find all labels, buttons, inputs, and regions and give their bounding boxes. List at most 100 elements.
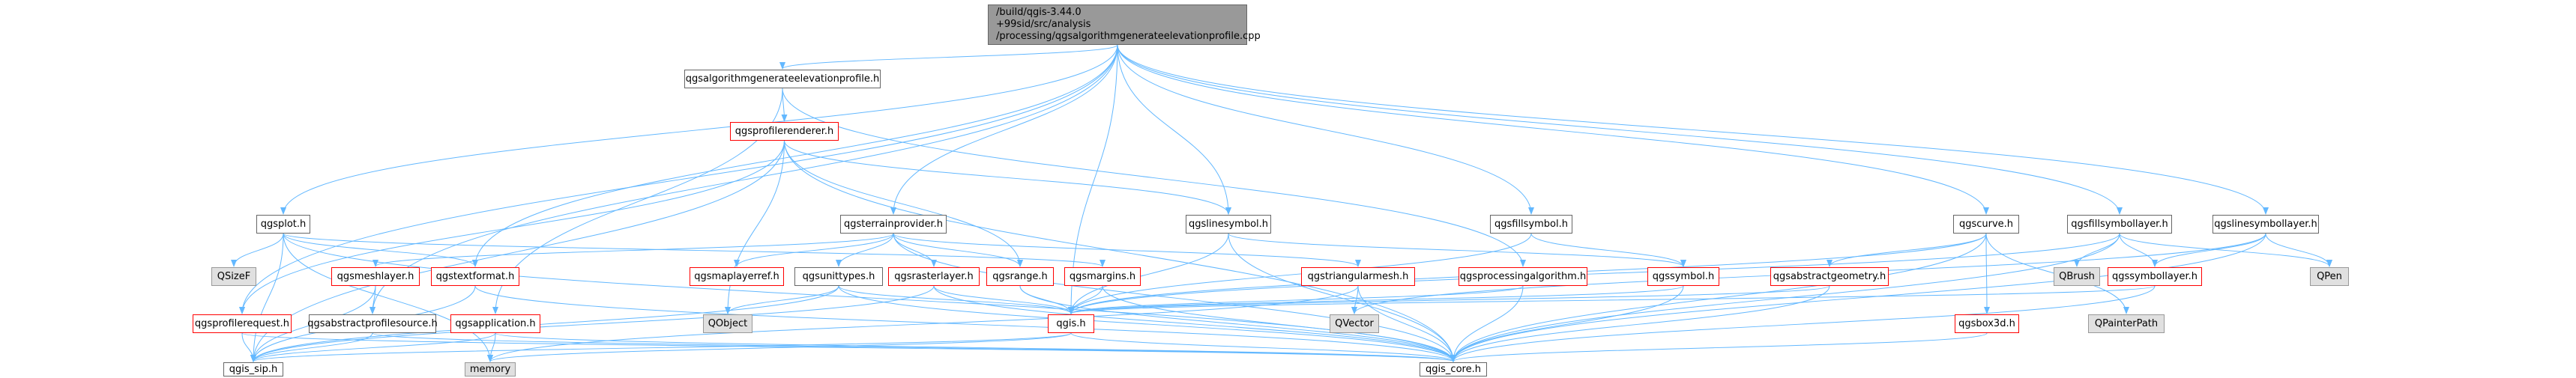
node-qgis-core-h[interactable]: qgis_core.h bbox=[1420, 362, 1487, 377]
edge-qgstriangularmesh-h-to-qgis-core-h bbox=[1357, 285, 1456, 362]
node-qgsrange-h[interactable]: qgsrange.h bbox=[986, 267, 1054, 286]
edge-qgsplot-h-to-qgis-sip-h bbox=[250, 233, 284, 362]
node-qgsprocessingalgorithm-h[interactable]: qgsprocessingalgorithm.h bbox=[1459, 267, 1587, 286]
edge-qgsmargins-h-to-qgis-core-h bbox=[1102, 285, 1456, 362]
edge-qgsfillsymbollayer-h-to-qgis-h bbox=[1068, 233, 2120, 314]
edge-root-file-node-to-qgslinesymbol-h bbox=[1117, 44, 1231, 215]
node-qgsalgorithmgenerateelevationprofile-h[interactable]: qgsalgorithmgenerateelevationprofile.h bbox=[684, 70, 881, 88]
edge-qgslinesymbol-h-to-qgssymbol-h bbox=[1228, 233, 1686, 267]
edge-qgsplot-h-to-qgstextformat-h bbox=[283, 233, 478, 267]
node-qgis-sip-h[interactable]: qgis_sip.h bbox=[223, 362, 283, 377]
edge-qgsprofilerenderer-h-to-qgslinesymbol-h bbox=[784, 140, 1231, 215]
node-memory[interactable]: memory bbox=[465, 362, 516, 377]
root-path-line3: /processing/qgsalgorithmgenerateelevatio… bbox=[996, 31, 1261, 42]
node-qgsmargins-h[interactable]: qgsmargins.h bbox=[1064, 267, 1141, 286]
edge-qgis-h-to-qgis-sip-h bbox=[250, 332, 1072, 362]
node-qgslinesymbollayer-h[interactable]: qgslinesymbollayer.h bbox=[2212, 215, 2319, 234]
root-file-node[interactable]: /build/qgis-3.44.0 +99sid/src/analysis /… bbox=[988, 4, 1261, 45]
root-path-line1: /build/qgis-3.44.0 bbox=[996, 7, 1082, 18]
edge-qgsterrainprovider-h-to-qgsmeshlayer-h bbox=[372, 233, 894, 267]
node-qgssymbol-h[interactable]: qgssymbol.h bbox=[1647, 267, 1719, 286]
edge-qgsabstractgeometry-h-to-qgis-h bbox=[1068, 285, 1830, 314]
edge-qgsprofilerenderer-h-to-qgis-core-h bbox=[784, 140, 1456, 362]
node-qgsabstractprofilesource-h[interactable]: qgsabstractprofilesource.h bbox=[307, 314, 438, 333]
edge-qgstextformat-h-to-qgis-core-h bbox=[474, 285, 1456, 362]
edge-root-file-node-to-qgis-h bbox=[1068, 44, 1118, 314]
edge-qgsunittypes-h-to-qgis-core-h bbox=[838, 285, 1456, 362]
edge-root-file-node-to-qgsfillsymbollayer-h bbox=[1117, 44, 2123, 215]
node-qgssymbollayer-h[interactable]: qgssymbollayer.h bbox=[2108, 267, 2202, 286]
node-qgslinesymbol-h[interactable]: qgslinesymbol.h bbox=[1186, 215, 1271, 234]
node-qgsprofilerequest-h[interactable]: qgsprofilerequest.h bbox=[193, 314, 292, 333]
edge-qgssymbollayer-h-to-qgis-core-h bbox=[1450, 285, 2156, 362]
edge-qgsfillsymbollayer-h-to-QPen bbox=[2119, 233, 2332, 267]
edge-qgssymbol-h-to-qgis-h bbox=[1068, 285, 1684, 314]
edge-qgsprofilerenderer-h-to-qgsprofilerequest-h bbox=[239, 140, 785, 314]
root-path-line2: +99sid/src/analysis bbox=[996, 19, 1091, 30]
node-qgstextformat-h[interactable]: qgstextformat.h bbox=[431, 267, 519, 286]
node-QBrush[interactable]: QBrush bbox=[2054, 267, 2100, 286]
edge-qgstriangularmesh-h-to-QVector bbox=[1351, 285, 1359, 314]
edge-qgslinesymbol-h-to-qgis-h bbox=[1068, 233, 1229, 314]
edge-qgsfillsymbollayer-h-to-qgssymbollayer-h bbox=[2119, 233, 2158, 267]
node-qgscurve-h[interactable]: qgscurve.h bbox=[1953, 215, 2019, 234]
edge-qgslinesymbol-h-to-qgis-core-h bbox=[1228, 233, 1456, 362]
edge-qgssymbollayer-h-to-qgis-h bbox=[1068, 285, 2156, 314]
edge-qgsfillsymbollayer-h-to-QBrush bbox=[2074, 233, 2120, 267]
edge-qgsterrainprovider-h-to-qgstriangularmesh-h bbox=[893, 233, 1361, 267]
node-QPainterPath[interactable]: QPainterPath bbox=[2088, 314, 2165, 333]
edge-qgscurve-h-to-qgsabstractgeometry-h bbox=[1827, 233, 1987, 267]
node-QPen[interactable]: QPen bbox=[2310, 267, 2349, 286]
node-qgsterrainprovider-h[interactable]: qgsterrainprovider.h bbox=[840, 215, 947, 234]
edge-qgsrasterlayer-h-to-qgis-core-h bbox=[933, 285, 1456, 362]
edge-qgslinesymbollayer-h-to-qgis-core-h bbox=[1450, 233, 2266, 362]
edge-root-file-node-to-qgsprofilerequest-h bbox=[239, 44, 1118, 314]
edge-qgsrasterlayer-h-to-qgis-sip-h bbox=[250, 285, 935, 362]
edge-root-file-node-to-qgsterrainprovider-h bbox=[890, 44, 1118, 215]
node-QVector[interactable]: QVector bbox=[1330, 314, 1379, 333]
edge-qgsunittypes-h-to-QObject bbox=[725, 285, 839, 314]
edge-qgsprofilerenderer-h-to-qgsrange-h bbox=[784, 140, 1023, 267]
edge-qgsprocessingalgorithm-h-to-qgis-h bbox=[1068, 285, 1524, 314]
edge-qgscurve-h-to-qgsbox3d-h bbox=[1983, 233, 1990, 314]
node-qgis-h[interactable]: qgis.h bbox=[1048, 314, 1094, 333]
node-qgsabstractgeometry-h[interactable]: qgsabstractgeometry.h bbox=[1770, 267, 1889, 286]
node-qgsmeshlayer-h[interactable]: qgsmeshlayer.h bbox=[331, 267, 420, 286]
node-qgsfillsymbollayer-h[interactable]: qgsfillsymbollayer.h bbox=[2067, 215, 2172, 234]
node-qgsunittypes-h[interactable]: qgsunittypes.h bbox=[794, 267, 883, 286]
node-qgstriangularmesh-h[interactable]: qgstriangularmesh.h bbox=[1301, 267, 1415, 286]
edge-qgsterrainprovider-h-to-qgsrasterlayer-h bbox=[893, 233, 937, 267]
edge-qgsfillsymbol-h-to-qgssymbol-h bbox=[1530, 233, 1686, 267]
node-qgsbox3d-h[interactable]: qgsbox3d.h bbox=[1955, 314, 2019, 333]
edge-qgsunittypes-h-to-qgis-sip-h bbox=[250, 285, 839, 362]
edge-root-file-node-to-qgsplot-h bbox=[280, 44, 1118, 215]
edge-qgsplot-h-to-qgsmargins-h bbox=[283, 233, 1105, 267]
node-qgsapplication-h[interactable]: qgsapplication.h bbox=[450, 314, 540, 333]
node-QObject[interactable]: QObject bbox=[703, 314, 752, 333]
edge-qgsplot-h-to-QSizeF bbox=[231, 233, 284, 267]
edge-qgis-h-to-qgis-core-h bbox=[1070, 332, 1456, 362]
edge-qgslinesymbollayer-h-to-qgssymbollayer-h bbox=[2152, 233, 2266, 267]
edge-root-file-node-to-qgsabstractprofilesource-h bbox=[369, 44, 1118, 314]
node-qgsfillsymbol-h[interactable]: qgsfillsymbol.h bbox=[1490, 215, 1572, 234]
edge-qgis-h-to-memory bbox=[487, 332, 1072, 362]
edge-qgsapplication-h-to-qgis-sip-h bbox=[250, 332, 496, 362]
edge-qgsabstractprofilesource-h-to-qgis-core-h bbox=[372, 332, 1456, 362]
edge-qgsprofilerequest-h-to-qgis-sip-h bbox=[241, 332, 256, 362]
node-QSizeF[interactable]: QSizeF bbox=[211, 267, 256, 286]
edge-root-file-node-to-qgslinesymbollayer-h bbox=[1117, 44, 2269, 215]
node-qgsprofilerenderer-h[interactable]: qgsprofilerenderer.h bbox=[730, 122, 839, 141]
node-qgsplot-h[interactable]: qgsplot.h bbox=[256, 215, 310, 234]
edge-root-file-node-to-qgstextformat-h bbox=[472, 44, 1118, 267]
edge-qgsabstractgeometry-h-to-qgis-core-h bbox=[1450, 285, 1830, 362]
node-qgsmaplayerref-h[interactable]: qgsmaplayerref.h bbox=[690, 267, 784, 286]
edge-qgsterrainprovider-h-to-qgsrange-h bbox=[893, 233, 1023, 267]
edge-qgsterrainprovider-h-to-qgis-core-h bbox=[893, 233, 1456, 362]
edge-qgsalgorithmgenerateelevationprofile-h-to-qgsprocessingalgorithm-h bbox=[782, 88, 1526, 267]
edge-qgsapplication-h-to-qgis-core-h bbox=[495, 332, 1456, 362]
node-qgsrasterlayer-h[interactable]: qgsrasterlayer.h bbox=[888, 267, 980, 286]
edge-qgsrasterlayer-h-to-qgis-h bbox=[933, 285, 1074, 314]
edge-qgslinesymbollayer-h-to-QPen bbox=[2265, 233, 2332, 267]
edge-qgsabstractprofilesource-h-to-qgis-sip-h bbox=[250, 332, 373, 362]
